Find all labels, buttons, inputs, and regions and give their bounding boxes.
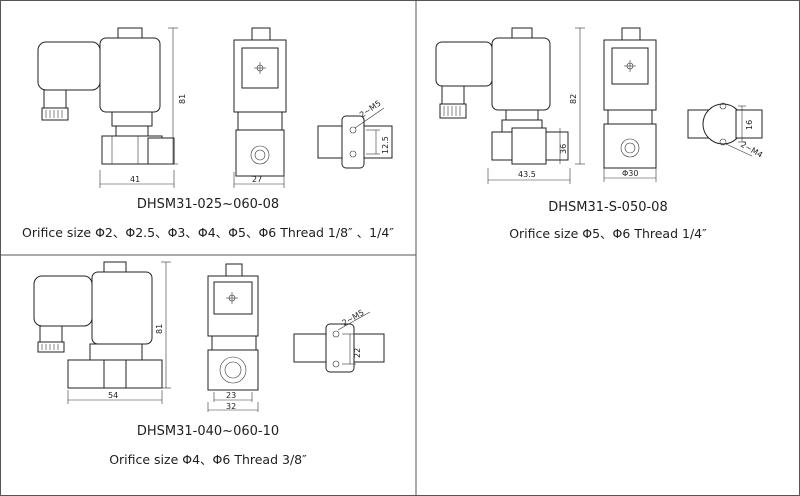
panel-3-orifice: Orifice size Φ4、Φ6 Thread 3/8″ <box>109 452 307 467</box>
panel-2-front-view: 82 36 43.5 <box>435 27 585 184</box>
panel-1-bottom-view: 12.5 2~M5 <box>317 99 393 169</box>
p2-thread-label: 2~M4 <box>739 140 764 160</box>
p2-port-label: 36 <box>559 144 568 154</box>
p3-side-width-label: 32 <box>226 402 236 411</box>
panel-1-side-view: 27 <box>233 27 287 188</box>
panel-1-model: DHSM31-025~060-08 <box>136 197 280 212</box>
panel-3-side-view: 23 32 <box>207 263 259 412</box>
p1-width-label: 41 <box>130 175 140 184</box>
panel-2-side-view: Φ30 <box>603 27 657 182</box>
p2-height-label: 82 <box>569 94 578 104</box>
p3-height-label: 81 <box>155 324 164 334</box>
p2-width-label: 43.5 <box>518 170 536 179</box>
panel-3-model: DHSM31-040~060-10 <box>136 424 280 439</box>
panel-1-front-view: 81 41 <box>37 27 187 188</box>
p1-side-width-label: 27 <box>252 175 262 184</box>
p1-height-label: 81 <box>178 94 187 104</box>
panel-2-orifice: Orifice size Φ5、Φ6 Thread 1/4″ <box>509 226 707 241</box>
panel-2-bottom-view: 16 2~M4 <box>687 102 764 160</box>
panel-3-front-view: 81 54 <box>33 261 171 404</box>
p3-spacing-label: 22 <box>353 348 362 358</box>
p3-width-label: 54 <box>108 391 118 400</box>
panel-3-bottom-view: 22 2~M5 <box>293 308 385 373</box>
p1-spacing-label: 12.5 <box>381 136 390 154</box>
p2-spacing-label: 16 <box>745 120 754 130</box>
panel-2-model: DHSM31-S-050-08 <box>548 200 668 215</box>
p1-thread-label: 2~M5 <box>358 99 383 120</box>
p2-side-width-label: Φ30 <box>622 169 638 178</box>
panel-1-orifice: Orifice size Φ2、Φ2.5、Φ3、Φ4、Φ5、Φ6 Thread … <box>22 225 394 240</box>
p3-side-inner-label: 23 <box>226 391 236 400</box>
